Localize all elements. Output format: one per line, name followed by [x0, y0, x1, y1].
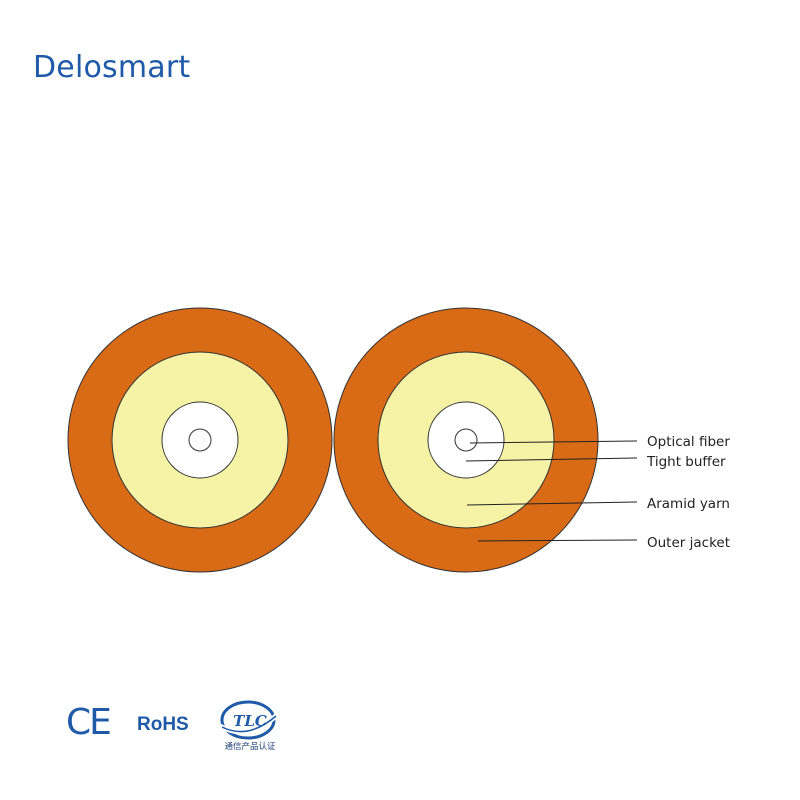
ce-mark: CE: [66, 702, 112, 743]
rohs-mark: RoHS: [137, 714, 189, 735]
left-fiber-unit: [67, 307, 333, 573]
leader-line-optical-fiber: [469, 440, 638, 444]
tlc-logo-icon: TLC 通信产品认证: [218, 700, 280, 752]
leader-line-outer-jacket: [477, 539, 638, 542]
label-outer-jacket: Outer jacket: [647, 535, 731, 551]
optical-fiber-core: [188, 428, 212, 452]
right-fiber-unit: [333, 307, 599, 573]
label-optical-fiber: Optical fiber: [647, 434, 730, 450]
optical-fiber-core: [454, 428, 478, 452]
label-tight-buffer: Tight buffer: [647, 454, 726, 470]
svg-text:TLC: TLC: [233, 712, 267, 730]
svg-text:通信产品认证: 通信产品认证: [224, 741, 276, 752]
brand-logo: Delosmart: [33, 50, 191, 85]
leader-line-tight-buffer: [465, 457, 638, 462]
label-aramid-yarn: Aramid yarn: [647, 496, 730, 512]
leader-line-aramid-yarn: [466, 501, 638, 506]
